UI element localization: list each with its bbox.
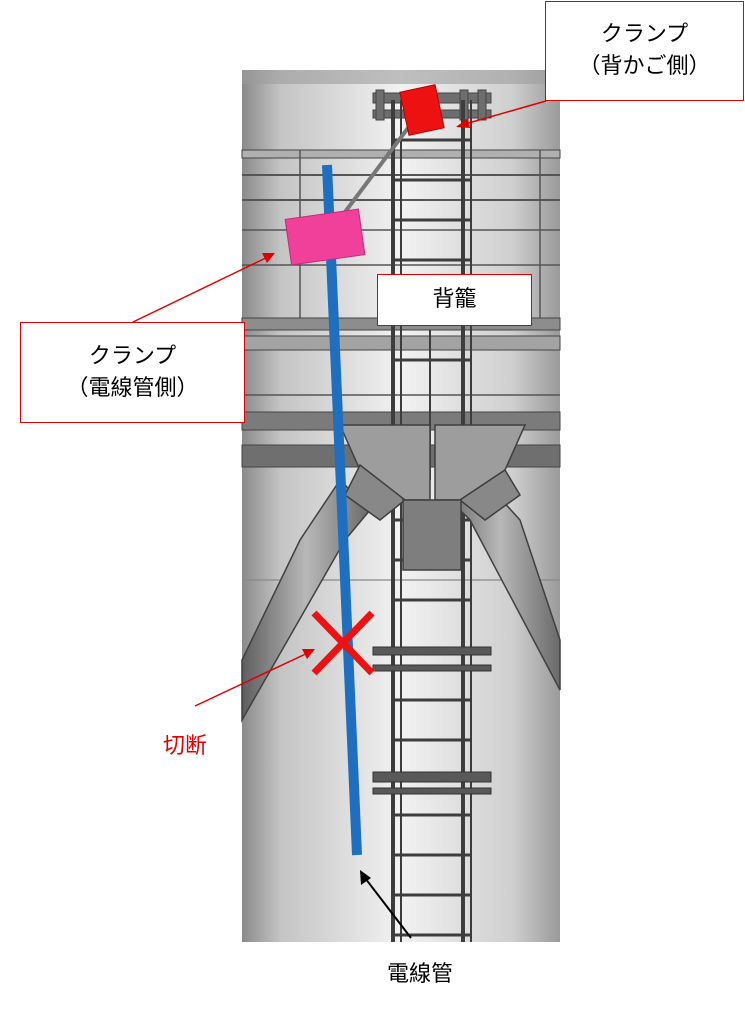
leader-lines <box>132 100 547 939</box>
conduit-pipe <box>322 164 362 856</box>
cut-mark-icon <box>311 610 375 676</box>
label-conduit: 電線管 <box>387 962 454 987</box>
callout-clamp-conduit-line1: クランプ <box>88 343 177 369</box>
callout-clamp-cage-line1: クランプ <box>600 22 689 48</box>
callout-cage-label: 背籠 <box>432 287 477 313</box>
ring-platforms <box>372 646 492 795</box>
callout-clamp-cage-line2: （背かご側） <box>578 54 711 79</box>
callout-cage: 背籠 <box>377 274 532 326</box>
diagonal-legs <box>241 424 561 723</box>
clamp-cage-side <box>399 84 445 136</box>
callout-clamp-cage-side: クランプ （背かご側） <box>545 1 744 101</box>
clamp-conduit-side <box>284 208 366 266</box>
label-cut: 切断 <box>163 734 208 759</box>
callout-clamp-conduit-side: クランプ （電線管側） <box>20 322 245 423</box>
callout-clamp-conduit-line2: （電線管側） <box>66 375 199 401</box>
